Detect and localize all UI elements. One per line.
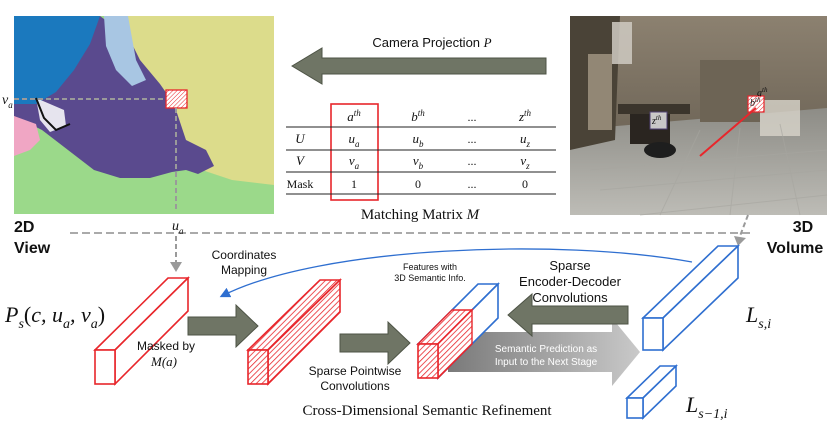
masked-feature-cuboid bbox=[246, 278, 342, 386]
masked-by-line2: M(a) bbox=[150, 354, 177, 369]
u-guide-arrowhead bbox=[170, 262, 182, 272]
matching-matrix-caption: Matching Matrix M bbox=[361, 207, 481, 223]
features-label-line2: 3D Semantic Info. bbox=[394, 273, 466, 283]
camera-projection-arrow: Camera Projection P bbox=[291, 35, 547, 85]
l-s-minus-1-i-label: Ls−1,i bbox=[685, 392, 728, 421]
matrix-header-a: ath bbox=[347, 108, 361, 124]
volume-guide-arrowhead bbox=[734, 236, 746, 246]
label-2d: 2D bbox=[14, 219, 34, 236]
semantic-prediction-line2: Input to the Next Stage bbox=[495, 357, 598, 368]
volume-marker-z: zth bbox=[651, 114, 662, 127]
sparse-pointwise-line2: Convolutions bbox=[320, 379, 389, 393]
matrix-highlight-column bbox=[330, 103, 379, 201]
matrix-cell-u-2: ... bbox=[468, 132, 477, 146]
features-3d-semantic-cuboid bbox=[416, 282, 500, 380]
features-label-line1: Features with bbox=[403, 262, 457, 272]
label-3d: 3D bbox=[793, 219, 813, 236]
matrix-header-z: zth bbox=[518, 108, 532, 124]
matrix-cell-v-0: va bbox=[349, 153, 360, 171]
coordinates-mapping-line1: Coordinates bbox=[212, 248, 277, 262]
pixel-marker-2d bbox=[165, 89, 188, 109]
encoder-decoder-line2: Encoder-Decoder bbox=[519, 274, 622, 289]
encoder-decoder-line3: Convolutions bbox=[532, 290, 608, 305]
semantic-prediction-arrow: Semantic Prediction as Input to the Next… bbox=[448, 318, 640, 386]
volume-marker-a: ath bbox=[757, 86, 768, 99]
matrix-header-b: bth bbox=[411, 108, 425, 124]
matrix-cell-v-1: vb bbox=[413, 153, 424, 171]
volume-3d-scene: zth bth ath bbox=[570, 16, 828, 216]
matrix-cell-u-1: ub bbox=[413, 131, 425, 149]
semantic-prediction-line1: Semantic Prediction as bbox=[495, 344, 597, 355]
masked-by-arrow bbox=[187, 303, 259, 349]
matrix-row-label-mask: Mask bbox=[287, 177, 314, 191]
volume-marker-b: bth bbox=[750, 96, 761, 109]
matrix-cell-mask-1: 0 bbox=[415, 177, 421, 191]
l-s-i-cuboid bbox=[641, 244, 740, 352]
sparse-pointwise-arrow bbox=[339, 320, 411, 366]
encoder-decoder-line1: Sparse bbox=[549, 258, 590, 273]
matching-matrix: ath bth ... zth U V Mask ua ub... uz va vb..… bbox=[286, 103, 556, 223]
matrix-cell-mask-3: 0 bbox=[522, 177, 528, 191]
u-a-label: ua bbox=[172, 219, 184, 236]
ps-feature-cuboid bbox=[93, 276, 190, 386]
masked-by-line1: Masked by bbox=[137, 339, 195, 353]
label-view: View bbox=[14, 240, 51, 257]
l-s-i-label: Ls,i bbox=[745, 302, 771, 332]
matrix-row-label-v: V bbox=[296, 153, 306, 168]
footer-caption: Cross-Dimensional Semantic Refinement bbox=[302, 403, 552, 419]
matrix-row-label-u: U bbox=[295, 131, 306, 146]
matrix-cell-u-3: uz bbox=[520, 131, 531, 149]
camera-projection-label: Camera Projection P bbox=[372, 35, 491, 50]
matrix-cell-v-3: vz bbox=[520, 153, 530, 171]
coordinates-mapping-curve bbox=[219, 248, 693, 298]
l-s-minus-1-i-cuboid bbox=[625, 364, 678, 420]
volume-guide-line bbox=[739, 214, 749, 237]
encoder-decoder-arrow bbox=[507, 292, 629, 338]
matrix-cell-mask-0: 1 bbox=[351, 177, 357, 191]
matrix-header-ellipsis: ... bbox=[468, 110, 477, 124]
coordinates-mapping-line2: Mapping bbox=[221, 263, 267, 277]
v-a-label: va bbox=[2, 93, 13, 110]
semantic-2d-map bbox=[14, 16, 274, 214]
matrix-cell-mask-2: ... bbox=[468, 177, 477, 191]
matrix-cell-u-0: ua bbox=[349, 131, 361, 149]
ps-label: Ps(c, ua, va) bbox=[4, 302, 105, 332]
sparse-pointwise-line1: Sparse Pointwise bbox=[309, 364, 402, 378]
label-volume: Volume bbox=[767, 240, 824, 257]
matrix-cell-v-2: ... bbox=[468, 154, 477, 168]
